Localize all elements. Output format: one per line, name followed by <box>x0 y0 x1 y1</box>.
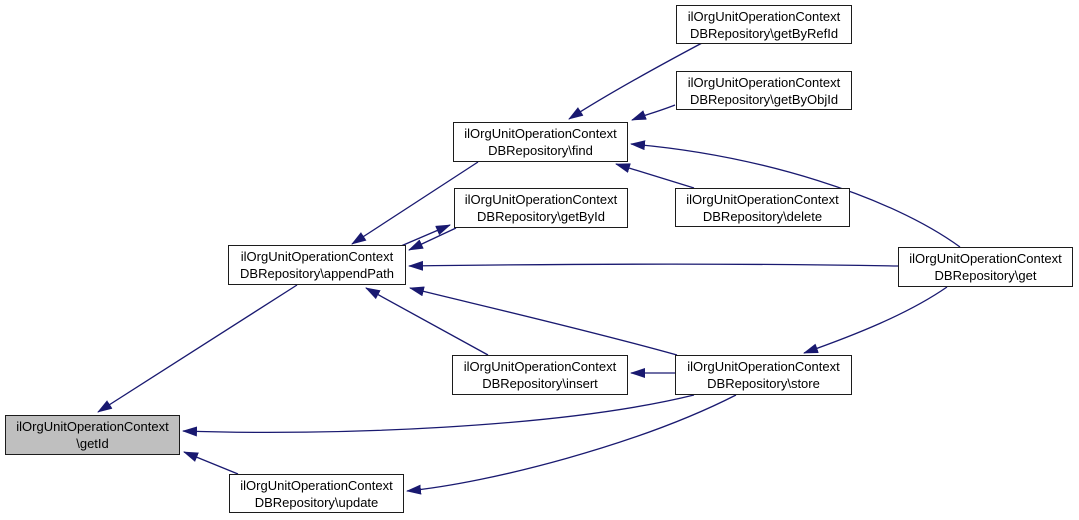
node-store[interactable]: ilOrgUnitOperationContext DBRepository\s… <box>675 355 852 395</box>
node-label-line2: \getId <box>76 436 109 451</box>
node-getByRefId[interactable]: ilOrgUnitOperationContext DBRepository\g… <box>676 5 852 44</box>
edge-store-appendPath <box>409 286 678 356</box>
edge-get-appendPath <box>408 260 899 271</box>
node-getById[interactable]: ilOrgUnitOperationContext DBRepository\g… <box>454 188 628 228</box>
edge-getByRefId-find <box>568 42 703 120</box>
node-label-line2: DBRepository\find <box>488 143 593 158</box>
edge-insert-appendPath <box>365 287 489 356</box>
node-label-line2: DBRepository\store <box>707 376 820 391</box>
node-getByObjId[interactable]: ilOrgUnitOperationContext DBRepository\g… <box>676 71 852 110</box>
node-label-line2: DBRepository\getByRefId <box>689 25 839 41</box>
node-update[interactable]: ilOrgUnitOperationContext DBRepository\u… <box>229 474 404 513</box>
node-appendPath[interactable]: ilOrgUnitOperationContext DBRepository\a… <box>228 245 406 285</box>
node-label-line1: ilOrgUnitOperationContext <box>240 477 393 493</box>
node-label-line1: ilOrgUnitOperationContext <box>687 8 841 24</box>
edge-get-find <box>630 140 961 248</box>
edge-getByObjId-find <box>631 104 676 121</box>
node-label-line2: DBRepository\update <box>254 494 379 510</box>
edge-store-update <box>406 394 737 495</box>
node-label-line2: DBRepository\getById <box>477 209 605 224</box>
edge-getById-appendPath <box>408 227 457 251</box>
node-label-line1: ilOrgUnitOperationContext <box>16 419 169 434</box>
node-label-line2: DBRepository\insert <box>482 376 598 391</box>
node-label-line1: ilOrgUnitOperationContext <box>686 191 839 207</box>
node-delete[interactable]: ilOrgUnitOperationContext DBRepository\d… <box>675 188 850 227</box>
node-getId: ilOrgUnitOperationContext \getId <box>5 415 180 455</box>
node-label-line1: ilOrgUnitOperationContext <box>463 359 617 374</box>
edge-get-store <box>803 286 948 354</box>
node-get[interactable]: ilOrgUnitOperationContext DBRepository\g… <box>898 247 1073 287</box>
edge-store-getId <box>182 394 695 437</box>
node-label-line1: ilOrgUnitOperationContext <box>464 192 618 207</box>
node-find[interactable]: ilOrgUnitOperationContext DBRepository\f… <box>453 122 628 162</box>
node-label-line2: DBRepository\get <box>934 268 1037 283</box>
node-label-line2: DBRepository\appendPath <box>240 266 394 281</box>
node-label-line2: DBRepository\delete <box>702 208 823 224</box>
edge-find-appendPath <box>351 161 479 245</box>
node-label-line1: ilOrgUnitOperationContext <box>464 126 617 141</box>
edge-delete-find <box>615 163 695 189</box>
node-insert[interactable]: ilOrgUnitOperationContext DBRepository\i… <box>452 355 628 395</box>
edge-appendPath-getId <box>97 284 298 413</box>
node-label-line2: DBRepository\getByObjId <box>689 91 839 107</box>
node-label-line1: ilOrgUnitOperationContext <box>687 359 840 374</box>
node-label-line1: ilOrgUnitOperationContext <box>909 251 1062 266</box>
edge-update-getId <box>183 451 239 475</box>
node-label-line1: ilOrgUnitOperationContext <box>240 249 394 264</box>
node-label-line1: ilOrgUnitOperationContext <box>687 74 841 90</box>
